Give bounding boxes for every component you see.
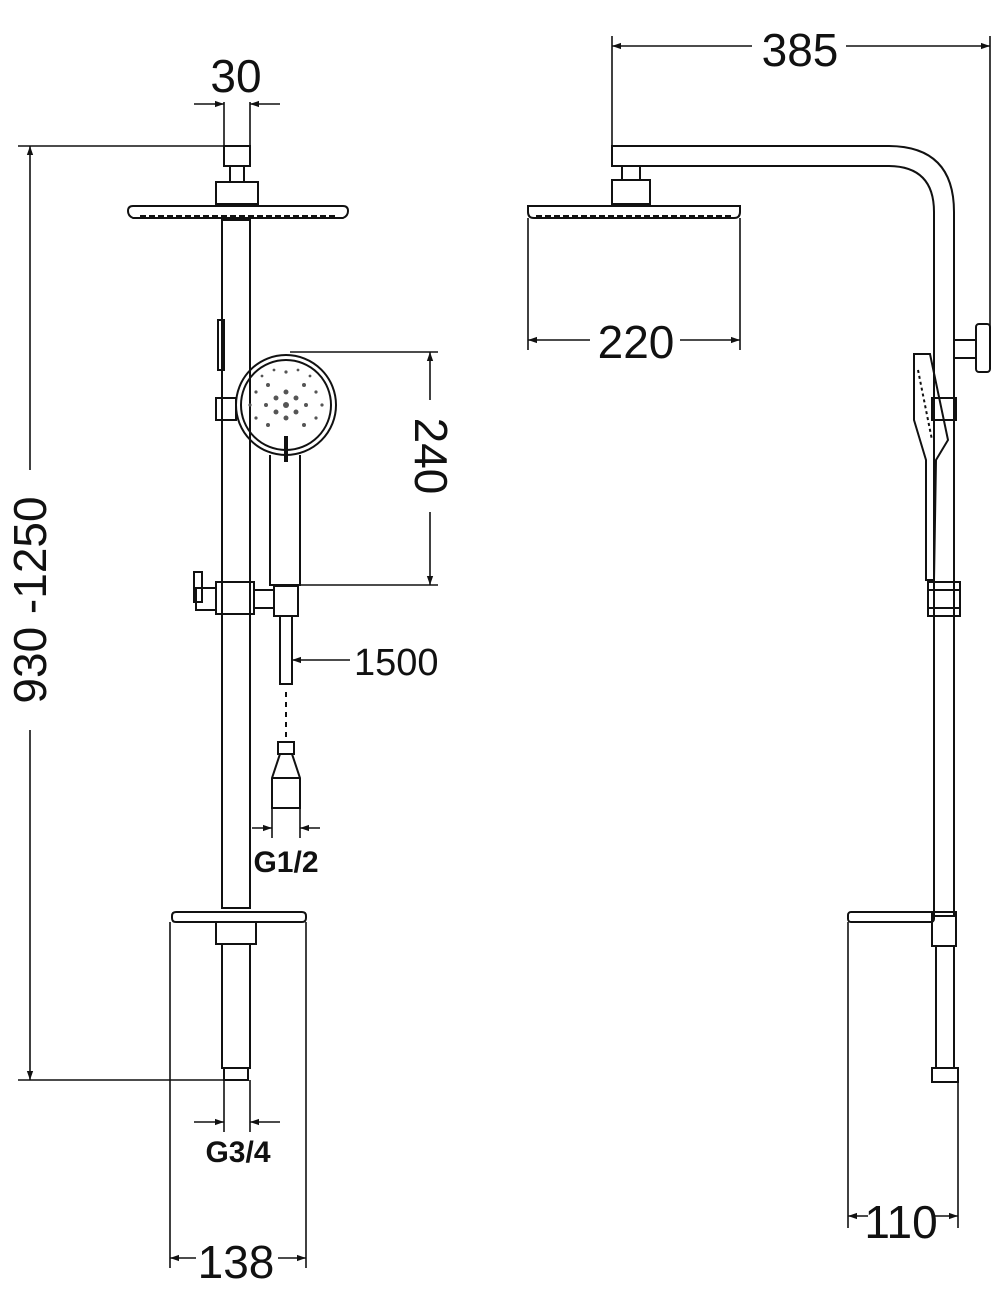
side-riser-pipe <box>933 397 955 917</box>
lower-pipe <box>221 943 251 1069</box>
dim-inlet-thread: G3/4 <box>205 1136 270 1169</box>
dim-height-range: 930 -1250 <box>4 496 56 703</box>
side-wall-inlet <box>931 1067 959 1083</box>
rain-shower-head <box>126 205 350 219</box>
dim-head-width: 220 <box>598 316 675 368</box>
hose-end <box>277 741 295 755</box>
side-head-swivel <box>611 179 651 205</box>
dim-shelf-depth: 110 <box>864 1196 937 1248</box>
hand-shower-handle <box>269 455 301 586</box>
side-view <box>527 145 991 1083</box>
side-mixer-holder <box>927 581 961 617</box>
front-view-dimensions <box>18 100 438 1268</box>
side-hand-shower <box>913 353 950 581</box>
dim-shelf-width: 138 <box>198 1236 275 1288</box>
top-connector <box>223 145 251 167</box>
dim-hand-shower-length: 240 <box>405 418 457 495</box>
hose-connector <box>273 585 299 617</box>
side-diverter-knob <box>953 339 977 359</box>
side-lower-pipe <box>935 945 955 1069</box>
wall-inlet <box>223 1067 249 1081</box>
shelf <box>171 911 307 923</box>
hand-shower-nozzles <box>248 368 324 440</box>
side-shelf <box>847 911 935 923</box>
dim-hose-thread: G1/2 <box>253 846 318 879</box>
front-view <box>126 145 350 1081</box>
dim-hose-length: 1500 <box>354 642 439 684</box>
main-riser-pipe <box>221 219 251 909</box>
side-rain-head <box>527 205 741 219</box>
dim-arm-reach: 385 <box>762 24 839 76</box>
dim-top-width: 30 <box>210 50 261 102</box>
side-view-dimensions <box>527 36 991 1228</box>
hose-top <box>279 615 293 685</box>
head-swivel <box>215 181 259 205</box>
slider-bracket <box>215 397 237 421</box>
